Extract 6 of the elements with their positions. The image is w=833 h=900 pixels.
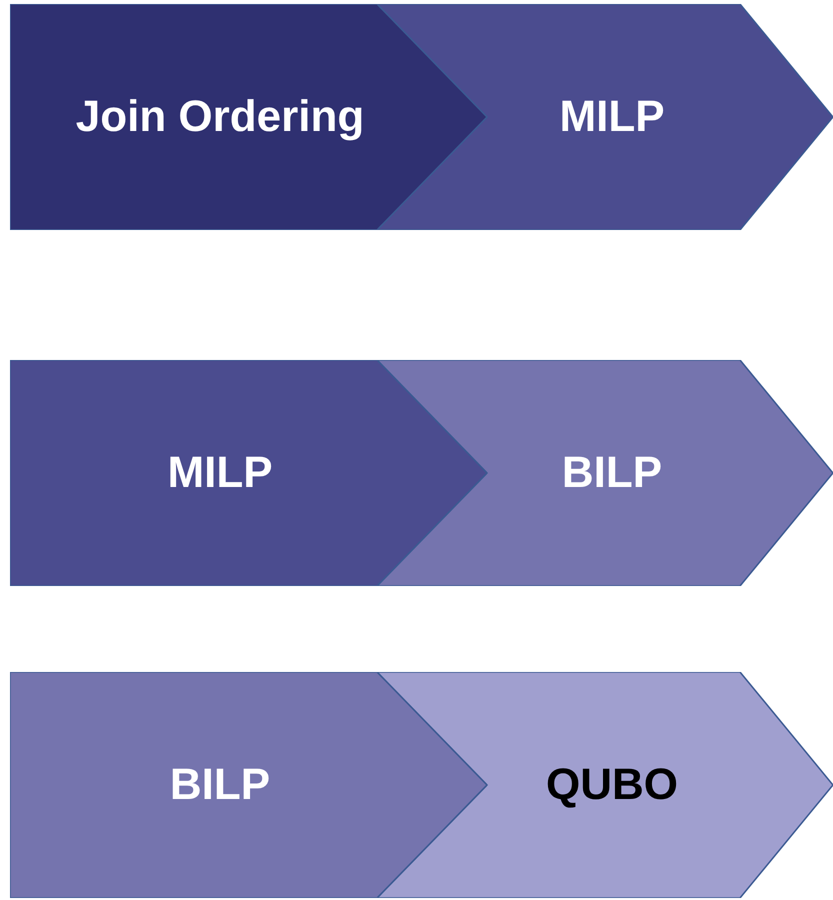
step-label: BILP — [562, 448, 662, 498]
step-label: BILP — [170, 760, 270, 810]
step-label: MILP — [167, 448, 273, 498]
step-label: QUBO — [546, 760, 678, 810]
step-label: Join Ordering — [76, 92, 364, 142]
step-label: MILP — [559, 92, 665, 142]
